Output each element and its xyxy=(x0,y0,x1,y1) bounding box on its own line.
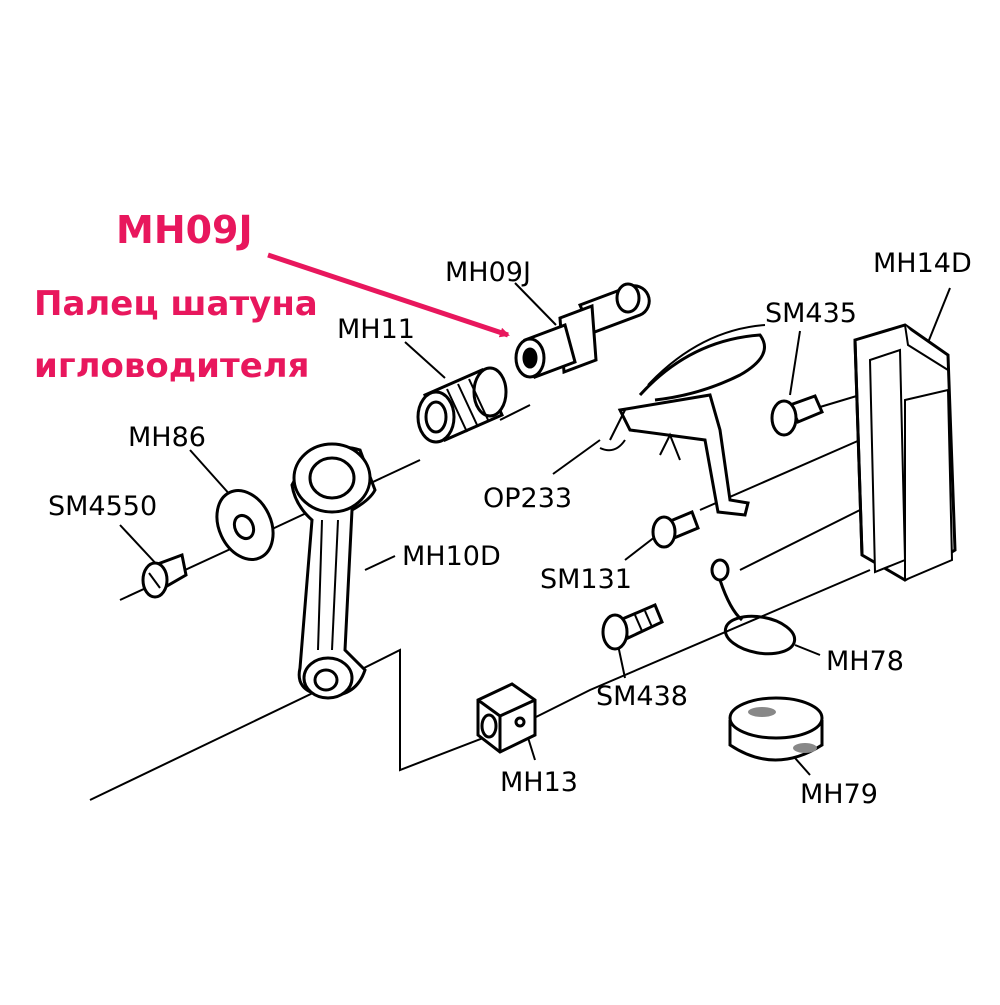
highlight-arrow xyxy=(267,252,510,338)
sm4550-screw-drawing xyxy=(141,552,188,599)
highlight-description-line1: Палец шатуна xyxy=(34,284,318,324)
label-sm4550: SM4550 xyxy=(48,491,157,522)
label-mh86: MH86 xyxy=(128,422,206,453)
mh14d-block-drawing xyxy=(853,323,957,582)
mh79-felt-pad-drawing xyxy=(728,696,824,762)
leader-lines xyxy=(119,282,951,776)
op233-thread-guide-drawing xyxy=(599,324,766,517)
sm131-screw-drawing xyxy=(651,510,700,549)
mh13-cube-drawing xyxy=(476,682,537,754)
mh10d-rod-drawing xyxy=(290,442,377,700)
sm438-screw-drawing xyxy=(601,603,664,651)
highlight-part-code: MH09J xyxy=(116,208,253,252)
label-mh79: MH79 xyxy=(800,779,878,810)
sm435-screw-drawing xyxy=(770,394,824,437)
label-op233: OP233 xyxy=(483,483,572,514)
label-sm435: SM435 xyxy=(765,298,857,329)
label-mh09j: MH09J xyxy=(445,257,531,288)
label-mh13: MH13 xyxy=(500,767,578,798)
highlight-description-line2: игловодителя xyxy=(34,346,310,386)
mh09j-pin-drawing xyxy=(514,282,651,379)
label-sm131: SM131 xyxy=(540,564,632,595)
mh78-spring-drawing xyxy=(710,558,797,656)
label-mh78: MH78 xyxy=(826,646,904,677)
mh11-bearing-drawing xyxy=(416,366,508,444)
label-sm438: SM438 xyxy=(596,681,688,712)
mh86-washer-drawing xyxy=(215,489,275,561)
label-mh11: MH11 xyxy=(337,314,415,345)
label-mh14d: MH14D xyxy=(873,248,972,279)
label-mh10d: MH10D xyxy=(402,541,501,572)
